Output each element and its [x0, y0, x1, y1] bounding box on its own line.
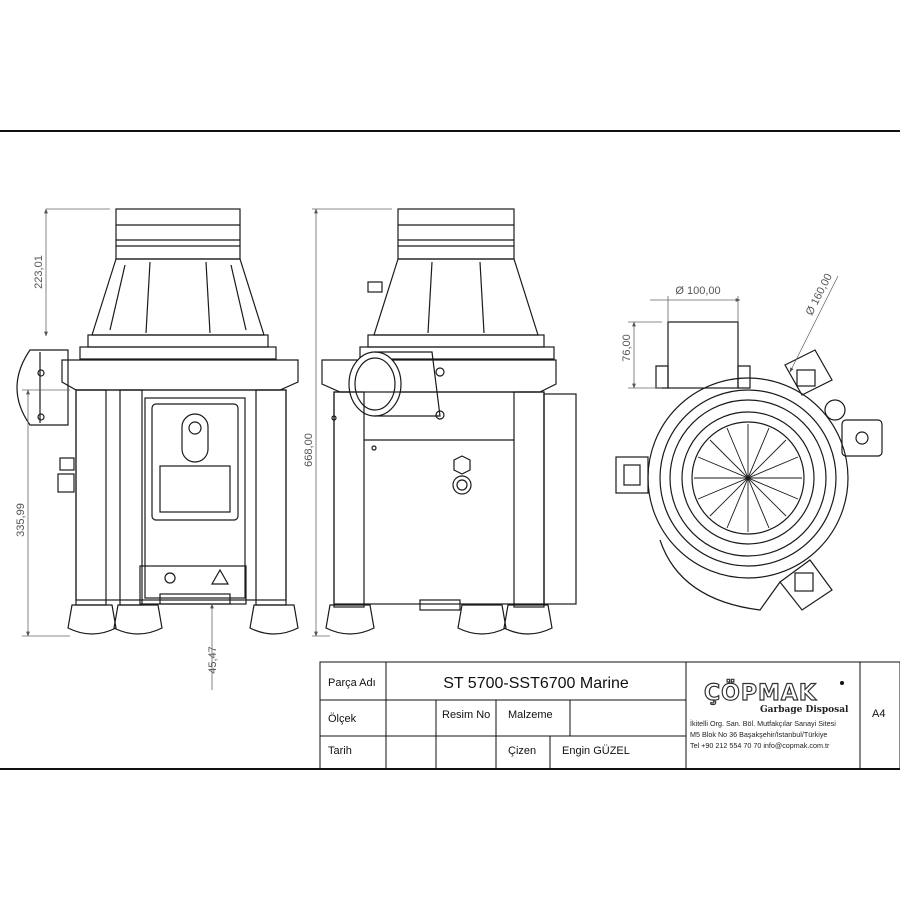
drawn-by: Engin GÜZEL — [562, 745, 630, 757]
logo-registered-mark — [840, 681, 844, 685]
address-line-1: İkitelli Org. San. Böl. Mutfakçılar Sana… — [690, 719, 836, 728]
date-label: Tarih — [328, 745, 352, 757]
dim-inlet-diameter: Ø 100,00 — [675, 285, 720, 297]
dim-top-height: 223,01 — [33, 255, 45, 289]
company-tagline: Garbage Disposal — [760, 705, 849, 715]
front-view — [16, 208, 299, 635]
material-label: Malzeme — [508, 709, 553, 721]
paper-size: A4 — [872, 708, 885, 720]
dim-foot-height: 45,47 — [207, 646, 219, 674]
dim-lower-height: 335,99 — [15, 503, 27, 537]
dimension-labels: 223,01 335,99 45,47 668,00 Ø 100,00 76,0… — [15, 255, 835, 674]
side-view — [321, 208, 577, 635]
title-block — [319, 661, 900, 770]
part-name-label: Parça Adı — [328, 677, 376, 689]
drawn-by-label: Çizen — [508, 745, 536, 757]
address-line-3: Tel +90 212 554 70 70 info@copmak.com.tr — [690, 741, 830, 750]
dimension-lines — [22, 208, 839, 690]
company-logo: ÇÖPMAK — [704, 680, 817, 706]
part-name: ST 5700-SST6700 Marine — [443, 675, 629, 692]
scale-label: Ölçek — [328, 713, 357, 725]
dim-total-height: 668,00 — [303, 433, 315, 467]
dim-outer-diameter: Ø 160,00 — [804, 272, 835, 318]
title-block-text: Parça Adı ST 5700-SST6700 Marine Ölçek R… — [328, 675, 885, 757]
drawing-no-label: Resim No — [442, 709, 490, 721]
dim-inlet-height: 76,00 — [621, 334, 633, 362]
address-line-2: M5 Blok No 36 Başakşehir/İstanbul/Türkiy… — [690, 730, 827, 739]
top-view — [615, 321, 883, 611]
